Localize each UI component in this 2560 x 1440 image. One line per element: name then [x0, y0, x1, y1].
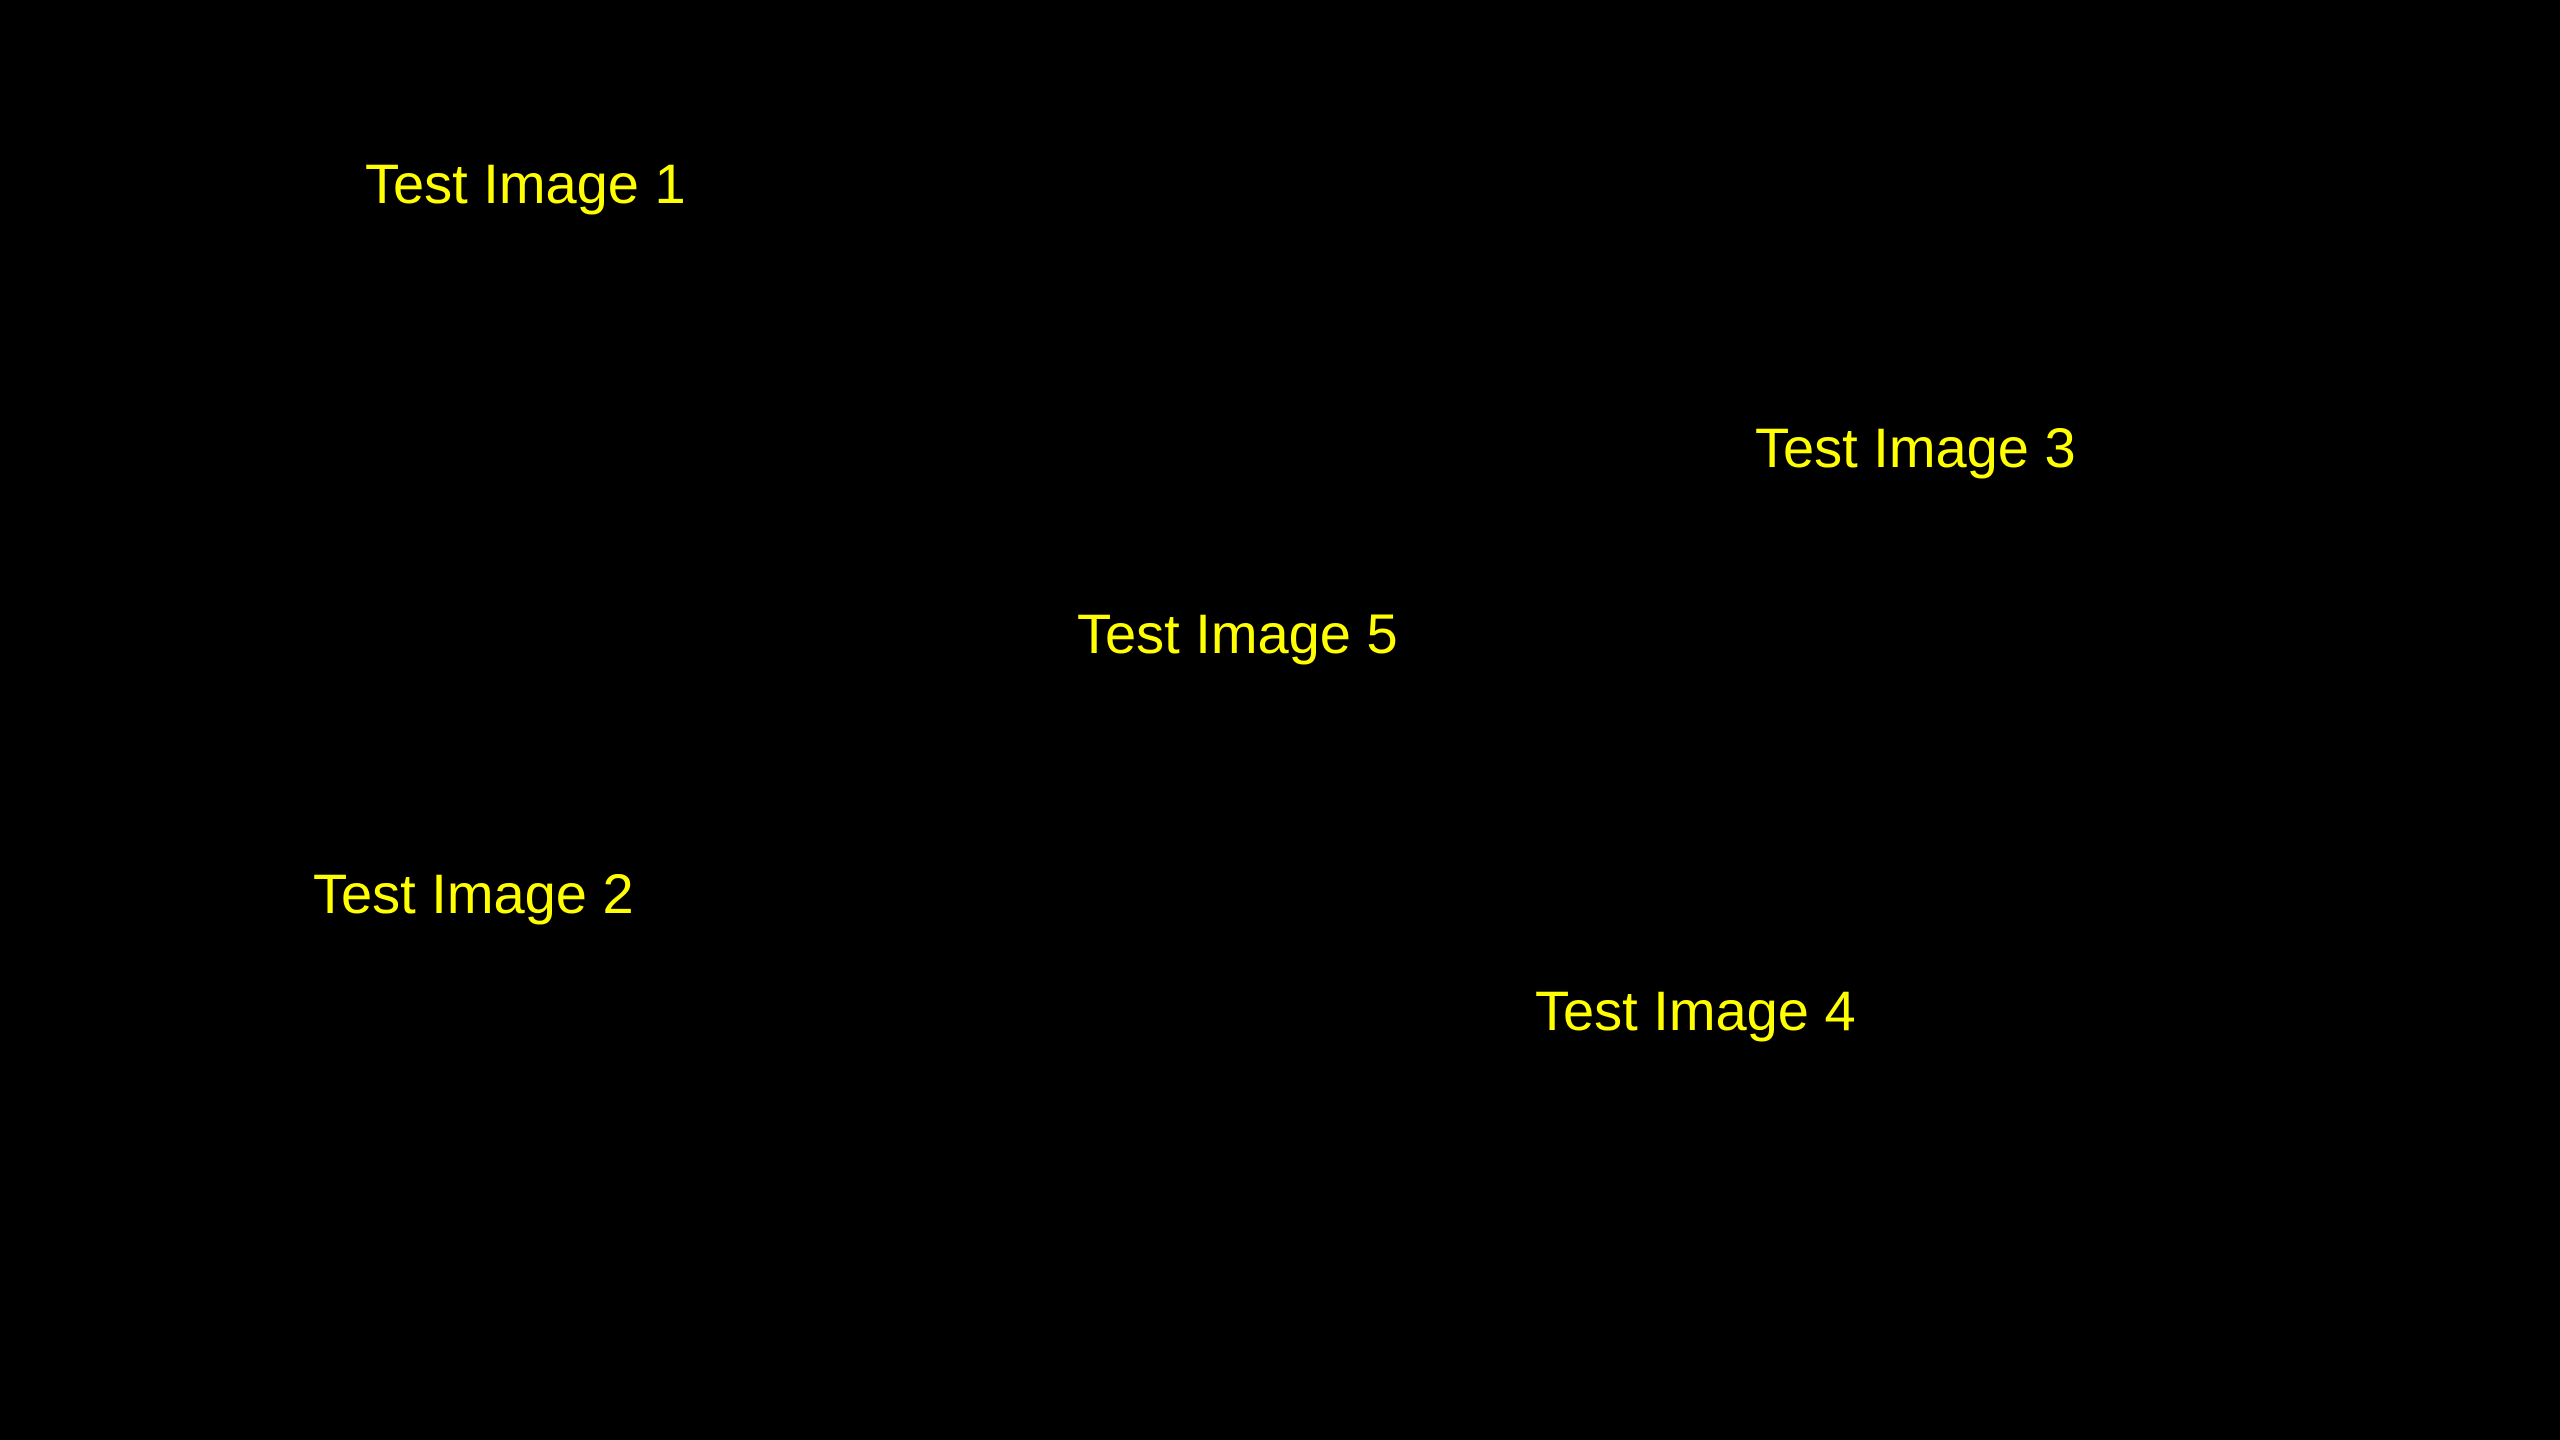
test-image-1-label: Test Image 1	[365, 152, 686, 215]
test-image-4-label: Test Image 4	[1535, 979, 1856, 1042]
test-image-2-label: Test Image 2	[313, 862, 634, 925]
test-image-5-label: Test Image 5	[1077, 602, 1398, 665]
test-image-3-label: Test Image 3	[1755, 416, 2076, 479]
